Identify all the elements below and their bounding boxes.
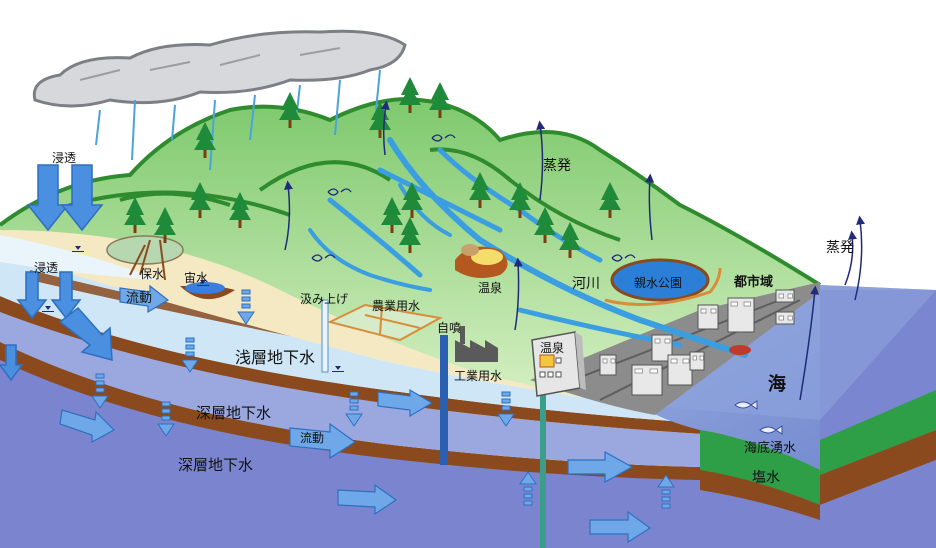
label-artesian: 自噴 <box>437 321 461 335</box>
building-icon <box>667 354 693 386</box>
tree-icon <box>534 207 556 243</box>
label-flow-upper: 流動 <box>126 291 152 306</box>
car-icon <box>729 345 751 355</box>
tree-icon <box>229 192 251 228</box>
onsen-building <box>531 331 586 397</box>
flow-arrow-icon <box>58 306 113 361</box>
well-icon <box>321 299 546 548</box>
label-deep-gw-1: 深層地下水 <box>196 404 271 422</box>
label-evaporation-sea: 蒸発 <box>826 240 854 256</box>
building-icon <box>599 354 617 376</box>
label-flow-lower: 流動 <box>300 431 324 445</box>
label-water-park: 親水公園 <box>634 276 682 290</box>
spring-swirl-icons <box>311 134 636 262</box>
flow-arrow-icon <box>119 284 170 314</box>
onsen-mountain <box>455 244 508 279</box>
tree-icon <box>399 77 421 113</box>
tree-icon <box>469 172 491 208</box>
agri-fields <box>327 303 443 342</box>
label-urban-area: 都市域 <box>733 274 773 290</box>
flow-arrow-icon <box>289 422 357 460</box>
flow-arrow-icon <box>60 164 104 232</box>
flow-arrow-icon <box>50 271 82 320</box>
flow-arrow-icon <box>26 164 70 232</box>
tree-icon <box>154 207 176 243</box>
flow-arrow-icon <box>0 344 24 382</box>
tree-icon <box>124 197 146 233</box>
label-agri-water: 農業用水 <box>372 299 420 313</box>
tree-icon <box>399 217 421 253</box>
flow-arrow-icon <box>337 483 398 516</box>
label-pumping: 汲み上げ <box>300 292 348 306</box>
tree-icon <box>189 182 211 218</box>
label-river: 河川 <box>572 276 600 292</box>
label-onsen-building: 温泉 <box>540 341 564 355</box>
sea-block <box>640 285 936 548</box>
trees <box>124 77 621 258</box>
flow-arrow-icon <box>59 409 115 444</box>
flow-arrow-icon <box>16 271 48 320</box>
tree-icon <box>509 182 531 218</box>
building-icon <box>727 297 755 333</box>
building-icon <box>775 289 795 303</box>
tree-icon <box>279 92 301 128</box>
tree-icon <box>194 122 216 158</box>
label-saltwater: 塩水 <box>752 470 780 486</box>
onsen-icon <box>539 354 555 368</box>
label-infiltration-left: 浸透 <box>34 261 58 275</box>
tree-icon <box>559 222 581 258</box>
tree-icon <box>429 82 451 118</box>
label-submarine-spring: 海底湧水 <box>744 440 796 456</box>
building-icon <box>697 304 719 330</box>
label-perched-water: 宙水 <box>184 270 208 285</box>
flow-arrow-icon <box>567 450 634 484</box>
label-shallow-gw: 浅層地下水 <box>235 348 315 367</box>
labels: 浸透 浸透 保水 宙水 流動 汲み上げ 農業用水 自噴 工業用水 温泉 温泉 河… <box>34 151 854 486</box>
tree-icon <box>401 182 423 218</box>
perched-water-bowl <box>180 282 235 300</box>
label-industrial-water: 工業用水 <box>454 369 502 383</box>
label-evaporation-hill: 蒸発 <box>543 158 571 174</box>
label-onsen-mountain: 温泉 <box>478 281 502 295</box>
tree-icon <box>369 102 391 138</box>
label-sea: 海 <box>768 373 786 395</box>
evaporation-arrow-icon <box>284 100 866 401</box>
cloud-icon <box>32 29 407 108</box>
building-icon <box>775 311 795 325</box>
city-buildings <box>599 289 795 396</box>
label-water-retention: 保水 <box>140 267 164 281</box>
flow-arrow-icon <box>589 510 652 544</box>
label-deep-gw-2: 深層地下水 <box>178 456 253 474</box>
building-icon <box>651 334 673 362</box>
infiltration-arrows <box>0 164 113 382</box>
flow-arrow-icon <box>377 388 434 418</box>
building-icon <box>631 364 663 396</box>
factory-icon <box>455 326 498 362</box>
drip-arrows <box>91 289 675 509</box>
tree-icon <box>599 182 621 218</box>
tree-icon <box>381 197 403 233</box>
water-park <box>604 258 722 306</box>
water-table-marks <box>42 246 344 372</box>
label-infiltration-top: 浸透 <box>52 151 76 165</box>
flow-arrows <box>59 284 652 544</box>
building-icon <box>689 351 705 371</box>
fish-icon <box>734 400 783 435</box>
